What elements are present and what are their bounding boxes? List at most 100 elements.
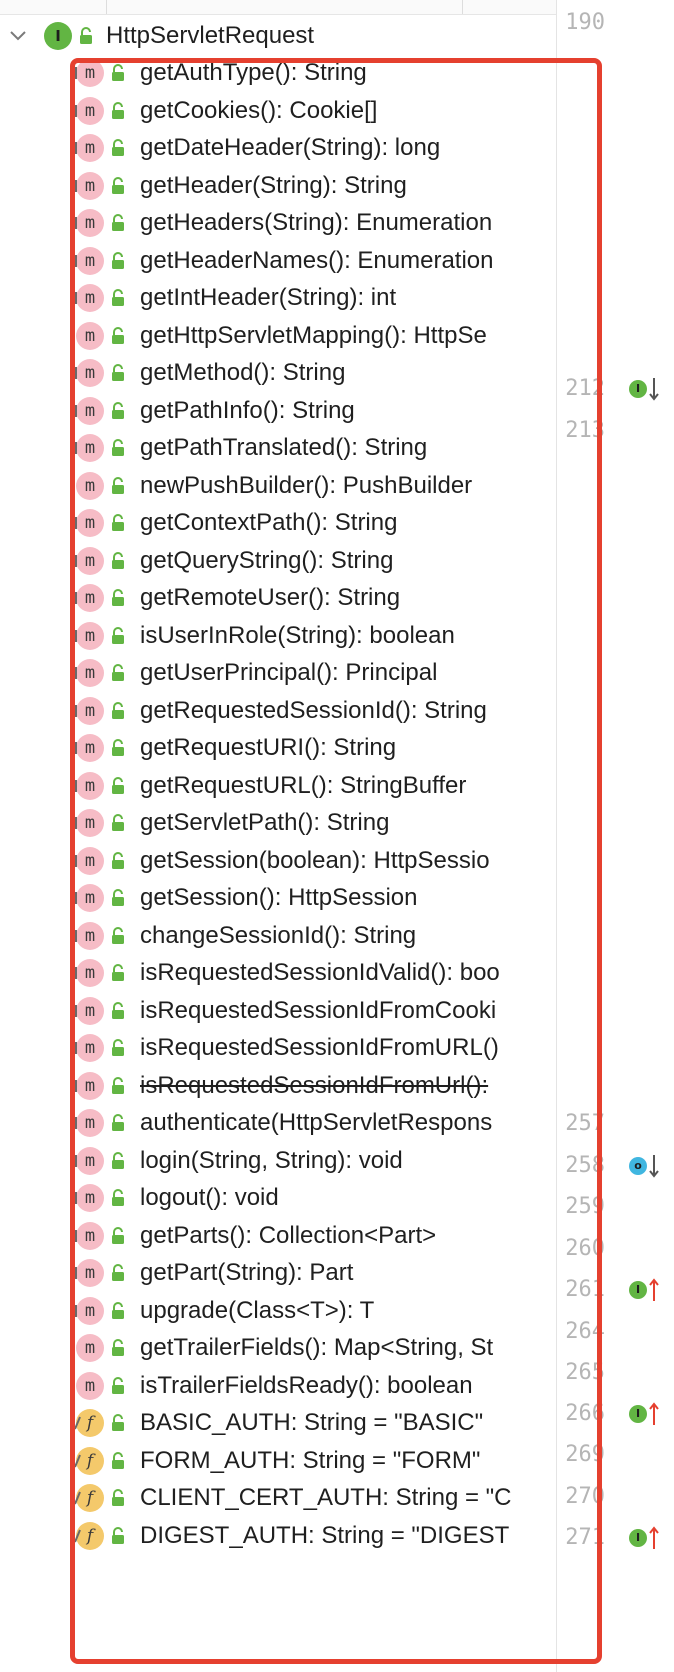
public-lock-icon <box>112 889 124 906</box>
tree-root-row[interactable]: I HttpServletRequest <box>0 16 556 56</box>
public-lock-icon <box>112 139 124 156</box>
implements-up-icon[interactable]: I <box>629 1525 669 1551</box>
method-icon: m <box>75 659 104 687</box>
arrow-up-icon <box>649 1526 659 1549</box>
abstract-mark-icon <box>75 255 77 267</box>
abstract-mark-icon <box>75 517 77 529</box>
abstract-mark-icon <box>75 217 77 229</box>
method-icon: m <box>75 172 104 200</box>
method-item[interactable]: m getSession(boolean): HttpSessio <box>0 841 556 881</box>
line-number: 213 <box>565 418 605 443</box>
method-label: getHeaderNames(): Enumeration <box>140 247 494 274</box>
abstract-mark-icon <box>75 142 77 154</box>
method-icon: m <box>75 284 104 312</box>
overridden-down-icon[interactable]: o <box>629 1153 669 1179</box>
tree-root-label: HttpServletRequest <box>106 22 315 49</box>
public-lock-icon <box>112 552 124 569</box>
abstract-mark-icon <box>75 1080 77 1092</box>
abstract-mark-icon <box>75 855 77 867</box>
abstract-mark-icon <box>75 555 77 567</box>
abstract-mark-icon <box>75 780 77 792</box>
implemented-down-icon[interactable]: I <box>629 376 669 402</box>
public-lock-icon <box>112 102 124 119</box>
line-number: 269 <box>565 1442 605 1467</box>
method-label: getSession(): HttpSession <box>140 884 418 911</box>
method-label: isTrailerFieldsReady(): boolean <box>140 1372 473 1399</box>
implements-up-icon[interactable]: I <box>629 1277 669 1303</box>
abstract-mark-icon <box>75 367 77 379</box>
method-label: isRequestedSessionIdFromCooki <box>140 997 497 1024</box>
public-lock-icon <box>112 514 124 531</box>
method-icon: m <box>75 1147 104 1175</box>
gutter-badge: I <box>629 1529 647 1547</box>
line-number: 212 <box>565 376 605 401</box>
method-icon: m <box>75 134 104 162</box>
method-label: getHttpServletMapping(): HttpSe <box>140 322 487 349</box>
abstract-mark-icon <box>75 1005 77 1017</box>
method-label: getRequestURL(): StringBuffer <box>140 772 467 799</box>
abstract-mark-icon <box>75 1117 77 1129</box>
field-icon: f <box>74 1409 104 1437</box>
chevron-down-icon[interactable] <box>8 28 28 44</box>
field-icon: f <box>74 1484 104 1512</box>
method-label: getSession(boolean): HttpSessio <box>140 847 490 874</box>
abstract-mark-icon <box>75 105 77 117</box>
method-icon: m <box>75 847 104 875</box>
implements-up-icon[interactable]: I <box>629 1401 669 1427</box>
public-lock-icon <box>112 927 124 944</box>
field-label: BASIC_AUTH: String = "BASIC" <box>140 1409 484 1436</box>
static-mark-icon <box>74 1454 81 1468</box>
line-number: 264 <box>565 1319 605 1344</box>
abstract-mark-icon <box>75 667 77 679</box>
method-icon: m <box>75 97 104 125</box>
public-lock-icon <box>112 477 124 494</box>
field-item[interactable]: f BASIC_AUTH: String = "BASIC" <box>0 1403 556 1443</box>
public-lock-icon <box>112 177 124 194</box>
abstract-mark-icon <box>75 705 77 717</box>
method-label: getAuthType(): String <box>140 59 367 86</box>
abstract-mark-icon <box>75 180 77 192</box>
gutter-badge: o <box>629 1157 647 1175</box>
method-label: getParts(): Collection<Part> <box>140 1222 437 1249</box>
public-lock-icon <box>112 739 124 756</box>
abstract-mark-icon <box>75 1192 77 1204</box>
